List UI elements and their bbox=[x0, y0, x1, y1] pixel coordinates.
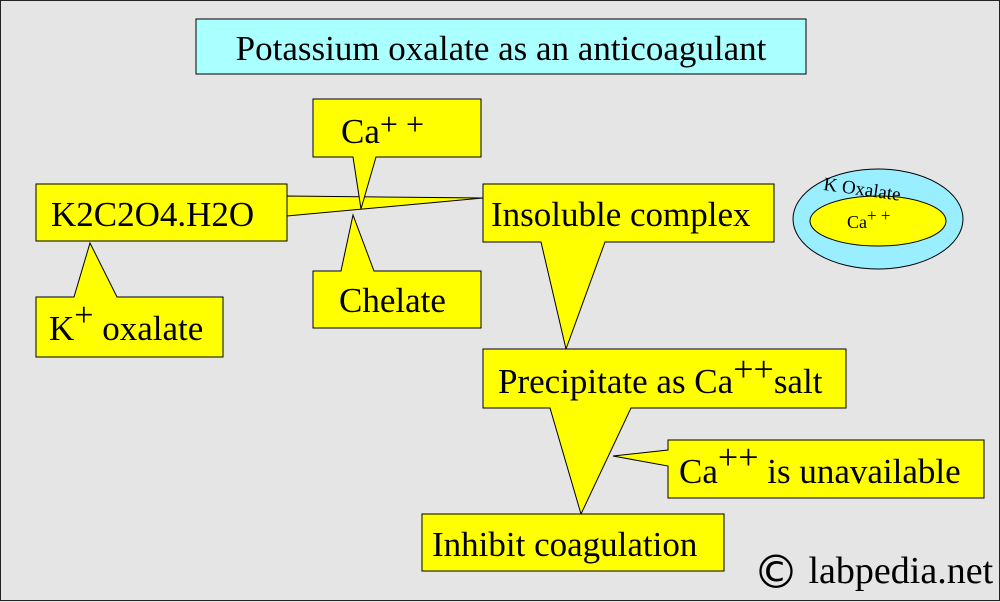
calcium-base: Ca bbox=[341, 112, 380, 151]
oxalate-text: oxalate bbox=[102, 309, 204, 348]
k-oxalate-callout bbox=[35, 241, 224, 358]
copyright-icon: © bbox=[753, 545, 799, 599]
insoluble-complex-label: Insoluble complex bbox=[491, 195, 751, 234]
precipitate-post: salt bbox=[773, 362, 823, 401]
unavailable-base: Ca bbox=[679, 452, 718, 491]
watermark: © labpedia.net bbox=[753, 549, 993, 595]
ellipse-calcium-charge: + + bbox=[867, 206, 891, 225]
calcium-callout bbox=[312, 98, 482, 210]
unavailable-label: Ca++ is unavailable bbox=[679, 439, 961, 491]
page-title: Potassium oxalate as an anticoagulant bbox=[235, 29, 767, 68]
inhibit-label: Inhibit coagulation bbox=[432, 525, 698, 564]
precipitate-charge: ++ bbox=[733, 349, 774, 389]
formula-to-complex-connector bbox=[286, 195, 484, 217]
formula-box bbox=[35, 183, 288, 242]
title-box bbox=[195, 18, 807, 75]
ellipse-calcium-label: Ca+ + bbox=[847, 207, 890, 232]
calcium-label: Ca+ + bbox=[341, 108, 424, 151]
unavailable-charge: ++ bbox=[717, 437, 759, 477]
unavailable-post: is unavailable bbox=[758, 452, 961, 491]
chelate-callout bbox=[312, 213, 482, 329]
ellipse-calcium-base: Ca bbox=[847, 212, 867, 232]
unavailable-callout bbox=[612, 439, 985, 499]
k-base: K bbox=[49, 309, 75, 348]
chelate-label: Chelate bbox=[339, 281, 446, 320]
k-oxalate-label: K+ oxalate bbox=[49, 299, 204, 348]
formula-label: K2C2O4.H2O bbox=[51, 195, 255, 234]
calcium-charge: + + bbox=[379, 106, 424, 142]
k-charge: + bbox=[74, 297, 94, 334]
watermark-text: labpedia.net bbox=[808, 550, 994, 592]
calcium-inner-ellipse bbox=[809, 195, 947, 247]
precipitate-label: Precipitate as Ca++salt bbox=[498, 351, 823, 401]
insoluble-complex-callout bbox=[482, 183, 775, 351]
inhibit-box bbox=[421, 513, 725, 572]
precipitate-callout bbox=[482, 348, 847, 516]
precipitate-pre: Precipitate as Ca bbox=[498, 362, 734, 401]
